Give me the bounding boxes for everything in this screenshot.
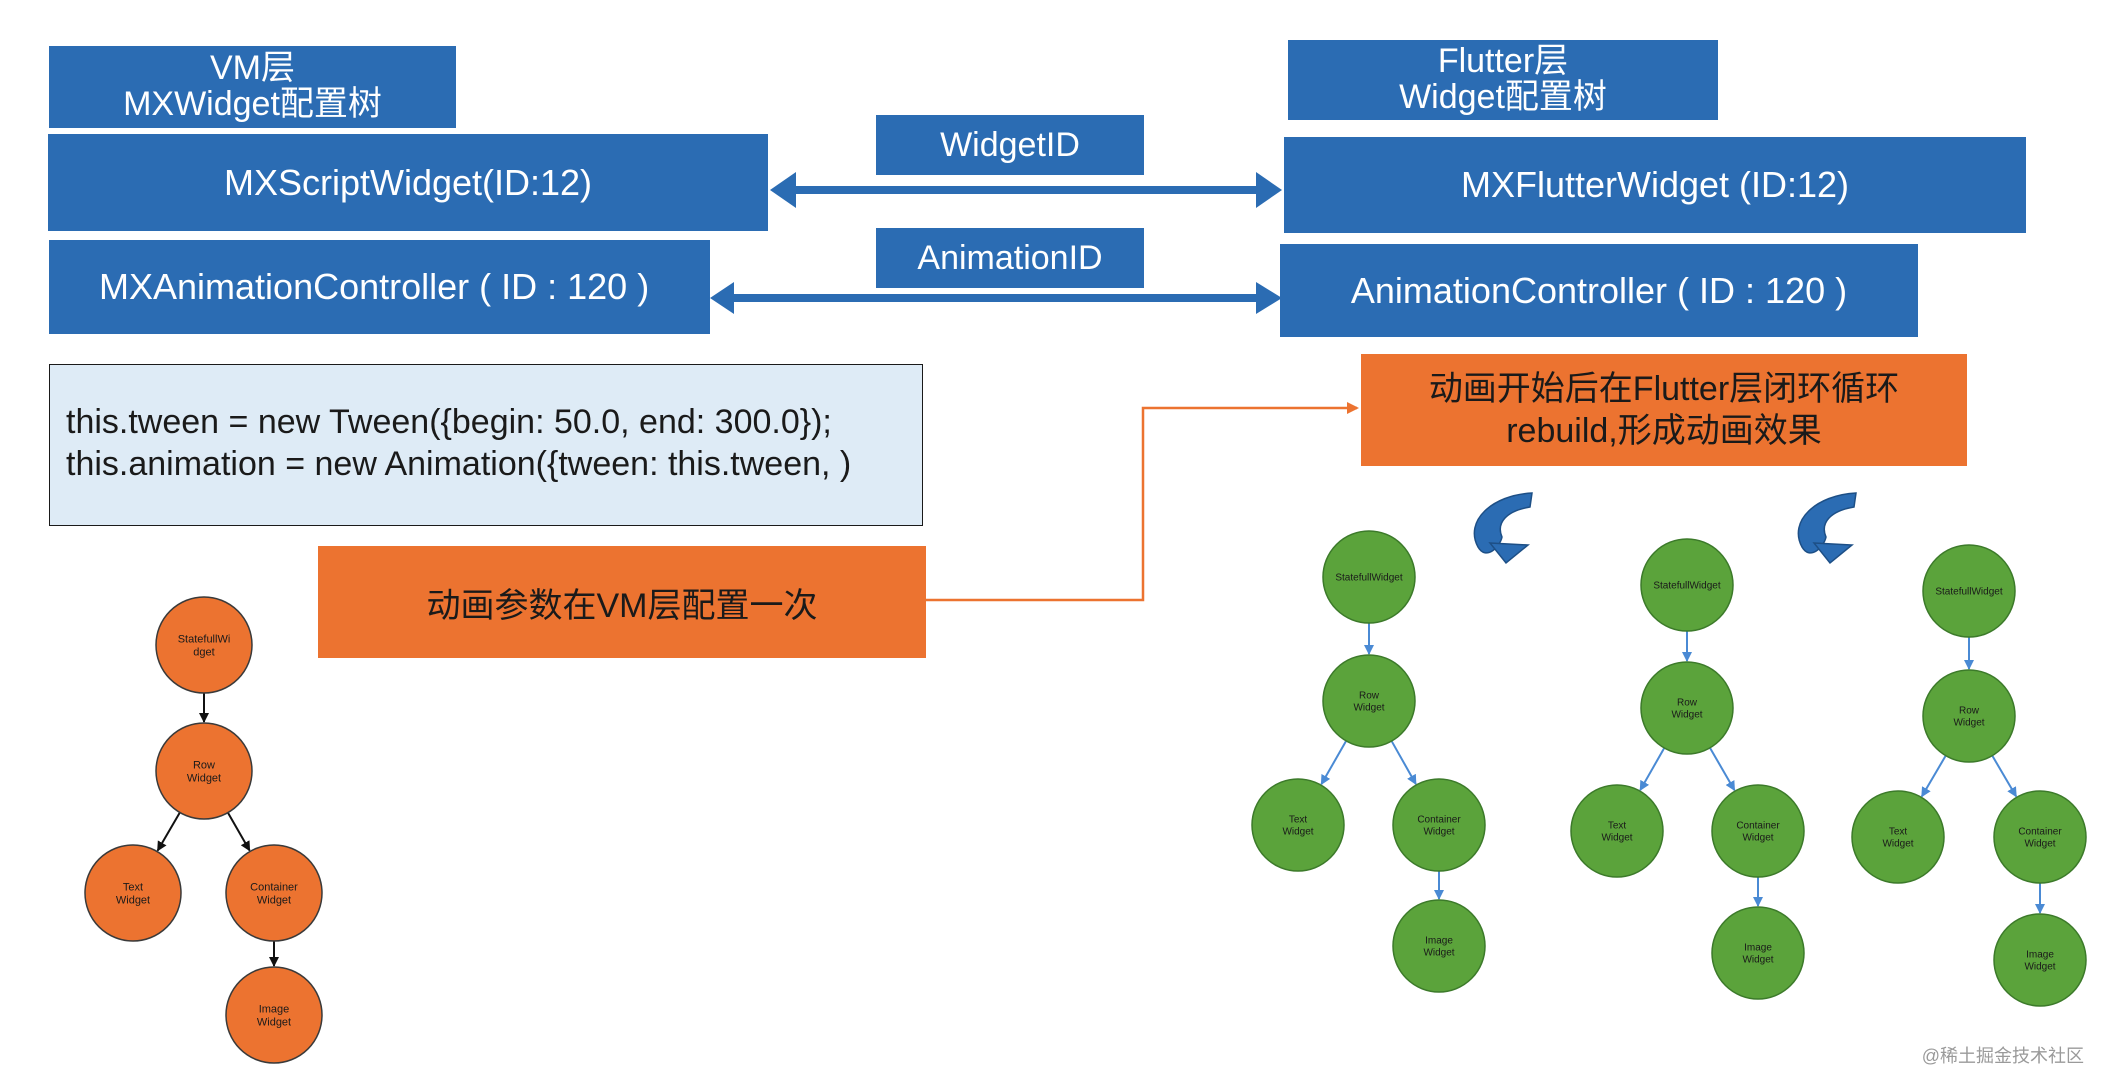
tree-edge <box>1390 740 1417 785</box>
vm-tree-title: MXWidget配置树 <box>123 85 382 123</box>
loop-arrow-icon <box>1797 492 1857 565</box>
tree-edge <box>156 811 181 852</box>
vm-config-once-box: 动画参数在VM层配置一次 <box>318 546 926 658</box>
widget-id-box: WidgetID <box>876 115 1144 175</box>
tree-node-stateful <box>1922 544 2016 638</box>
flutter-layer-title: Flutter层 <box>1437 42 1569 81</box>
vm-layer-header: VM层 MXWidget配置树 <box>49 46 456 128</box>
tree-edge <box>1709 747 1736 792</box>
tree-node-stateful <box>155 596 253 694</box>
tree-node-label: StatefullWidget <box>1935 587 2002 598</box>
mx-animation-controller-box: MXAnimationController ( ID : 120 ) <box>49 240 710 334</box>
tree-edge <box>1991 755 2018 798</box>
tree-node-container <box>225 844 323 942</box>
tree-node-text <box>1251 778 1345 872</box>
tree-node-text <box>1851 790 1945 884</box>
tree-node-label: StatefullWidget <box>1653 581 1720 592</box>
widget-id-double-arrow <box>770 172 1282 208</box>
tree-node-row <box>1322 654 1416 748</box>
mx-script-widget-box: MXScriptWidget(ID:12) <box>48 134 768 231</box>
vm-config-once-label: 动画参数在VM层配置一次 <box>426 586 818 625</box>
animation-controller-label: AnimationController ( ID : 120 ) <box>1350 269 1848 311</box>
tree-node-text <box>84 844 182 942</box>
mx-animation-controller-label: MXAnimationController ( ID : 120 ) <box>99 266 650 307</box>
flutter-tree-title: Widget配置树 <box>1399 78 1607 116</box>
animation-id-label: AnimationID <box>917 238 1103 277</box>
animation-id-box: AnimationID <box>876 228 1144 288</box>
code-snippet-box: this.tween = new Tween({begin: 50.0, end… <box>49 364 923 526</box>
animation-id-double-arrow <box>710 282 1282 314</box>
tree-node-row <box>1922 669 2016 763</box>
loop-arrow-icon <box>1473 492 1533 565</box>
tree-node-row <box>1640 661 1734 755</box>
code-line-animation: this.animation = new Animation({tween: t… <box>66 445 852 483</box>
flutter-loop-label-line1: 动画开始后在Flutter层闭环循环 <box>1428 369 1900 408</box>
code-line-tween: this.tween = new Tween({begin: 50.0, end… <box>66 403 832 441</box>
tree-edge <box>1320 740 1348 786</box>
widget-id-label: WidgetID <box>940 125 1080 164</box>
tree-edge <box>227 812 251 852</box>
tree-node-row <box>155 722 253 820</box>
tree-node-image <box>1711 906 1805 1000</box>
tree-edge <box>1639 747 1666 792</box>
flutter-loop-box: 动画开始后在Flutter层闭环循环 rebuild,形成动画效果 <box>1361 354 1967 466</box>
mx-flutter-widget-box: MXFlutterWidget (ID:12) <box>1284 137 2026 233</box>
tree-node-container <box>1993 790 2087 884</box>
tree-node-label: StatefullWidget <box>1335 573 1402 584</box>
mx-script-widget-label: MXScriptWidget(ID:12) <box>223 161 593 203</box>
animation-controller-box: AnimationController ( ID : 120 ) <box>1280 244 1918 337</box>
flutter-loop-label-line2: rebuild,形成动画效果 <box>1506 412 1822 450</box>
flutter-layer-header: Flutter层 Widget配置树 <box>1288 40 1718 120</box>
tree-node-image <box>1993 913 2087 1007</box>
tree-node-stateful <box>1640 538 1734 632</box>
tree-node-image <box>225 966 323 1064</box>
tree-node-stateful <box>1322 530 1416 624</box>
mx-flutter-widget-label: MXFlutterWidget (ID:12) <box>1460 164 1850 205</box>
tree-node-container <box>1392 778 1486 872</box>
vm-layer-title: VM层 <box>210 49 295 88</box>
tree-node-text <box>1570 784 1664 878</box>
tree-edge <box>1920 755 1947 798</box>
watermark: @稀土掘金技术社区 <box>1921 1046 2084 1066</box>
vm-to-flutter-connector <box>926 402 1359 602</box>
tree-node-container <box>1711 784 1805 878</box>
tree-node-image <box>1392 899 1486 993</box>
